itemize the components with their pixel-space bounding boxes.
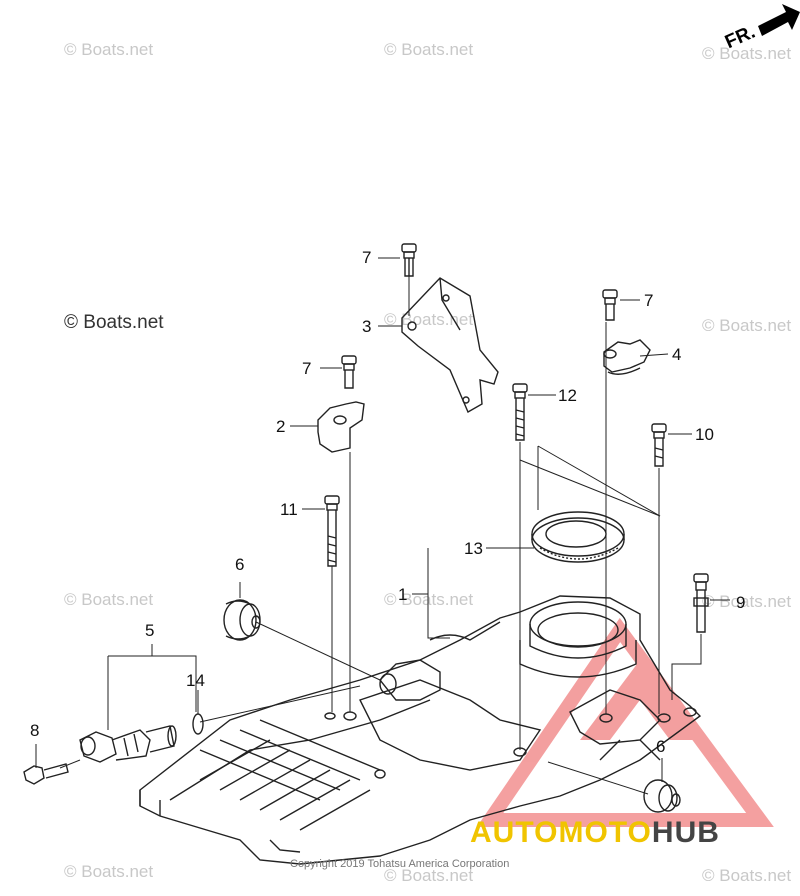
- watermark: © Boats.net: [64, 862, 154, 881]
- bolt-9: [693, 573, 709, 633]
- callout-5: 5: [145, 621, 155, 640]
- bracket-3: [401, 277, 499, 413]
- watermark: © Boats.net: [384, 40, 474, 59]
- callout-2: 2: [276, 417, 286, 436]
- bolt-8: [23, 763, 69, 785]
- callout-1: 1: [398, 585, 408, 604]
- callout-12: 12: [558, 386, 577, 405]
- grommet-6-a: [223, 599, 261, 641]
- callout-13: 13: [464, 539, 483, 558]
- watermark: © Boats.net: [702, 866, 792, 885]
- watermark: © Boats.net: [64, 40, 154, 59]
- callout-11: 11: [280, 500, 298, 519]
- callout-7: 7: [644, 291, 654, 310]
- bolt-7-b: [602, 289, 618, 321]
- watermark: © Boats.net: [384, 590, 474, 609]
- brand-logo-icon: [476, 617, 774, 827]
- brand-part-2: HUB: [651, 816, 720, 849]
- callout-7: 7: [302, 359, 312, 378]
- brand-wordmark: AUTOMOTOHUB: [470, 816, 720, 850]
- bracket-4: [603, 339, 651, 375]
- callout-3: 3: [362, 317, 372, 336]
- callout-4: 4: [672, 345, 682, 364]
- housing-1: [139, 595, 702, 865]
- bracket-2: [317, 401, 365, 453]
- callout-10: 10: [695, 425, 714, 444]
- watermark: © Boats.net: [702, 316, 792, 335]
- watermark: © Boats.net: [64, 312, 164, 333]
- brand-part-1: AUTOMOTO: [470, 816, 652, 849]
- callout-9: 9: [736, 593, 746, 612]
- sensor-5: [79, 725, 177, 763]
- copyright-notice: Copyright 2019 Tohatsu America Corporati…: [290, 858, 510, 870]
- callout-8: 8: [30, 721, 40, 740]
- watermark: © Boats.net: [64, 590, 154, 609]
- bolt-10: [651, 423, 667, 467]
- callout-14: 14: [186, 671, 205, 690]
- grommet-6-b: [643, 779, 681, 813]
- bolt-11: [324, 495, 340, 567]
- watermark: © Boats.net: [384, 866, 474, 885]
- callout-6: 6: [235, 555, 245, 574]
- watermark: © Boats.net: [702, 44, 792, 63]
- callout-7: 7: [362, 248, 372, 267]
- callout-6: 6: [656, 737, 666, 756]
- bolt-7-c: [341, 355, 357, 389]
- oil-seal-13: [531, 511, 625, 563]
- watermark: © Boats.net: [702, 592, 792, 611]
- bolt-12: [512, 383, 528, 441]
- bolt-7-a: [401, 243, 417, 277]
- front-arrow-icon: [758, 4, 800, 36]
- o-ring-14: [192, 713, 204, 735]
